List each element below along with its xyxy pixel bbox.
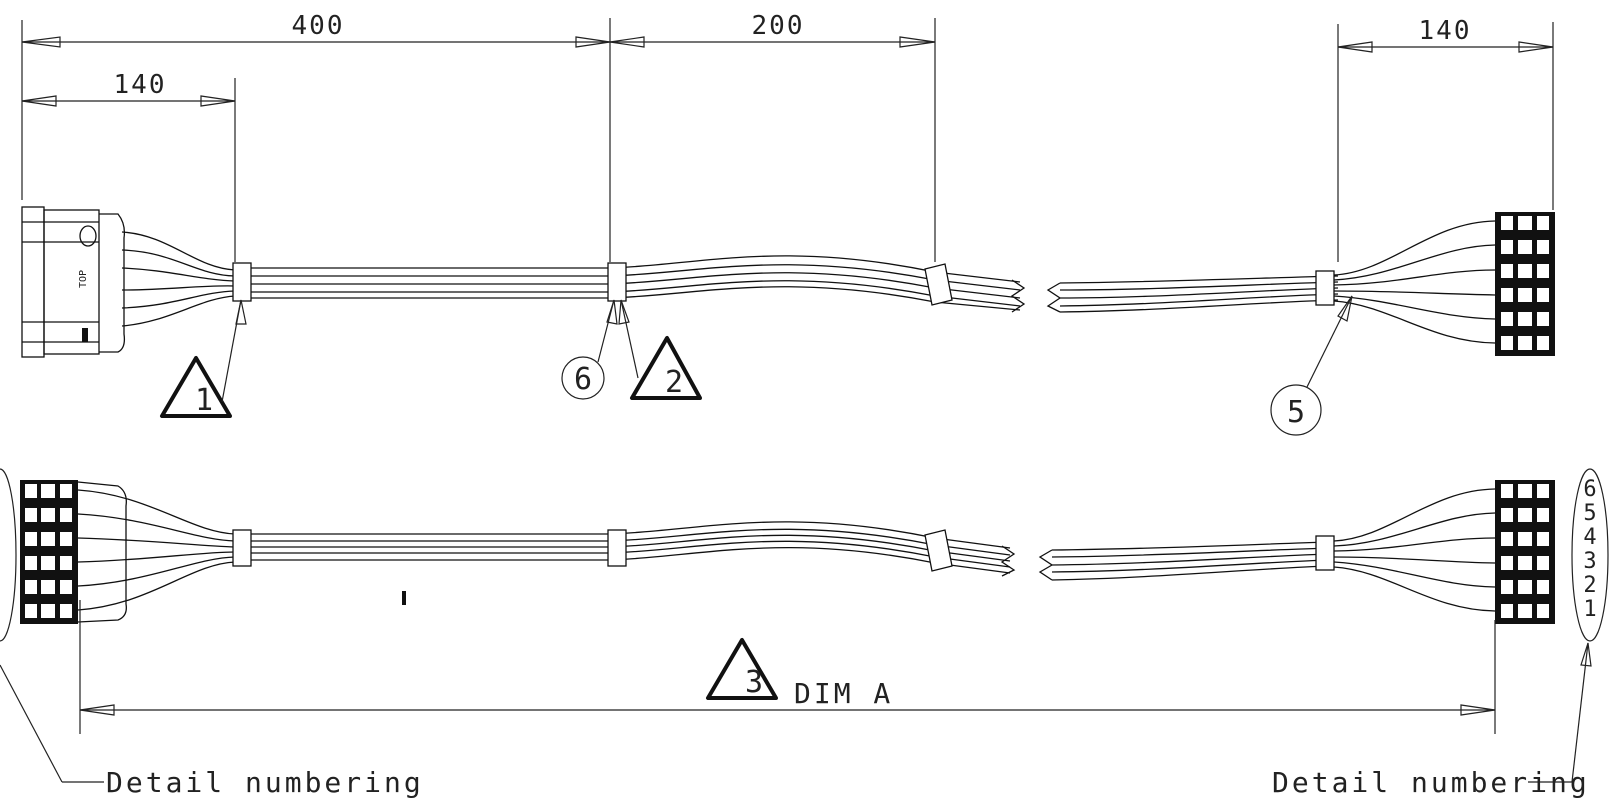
dimension-400: 400 [21,11,611,48]
terminal-housing-right-top [1495,212,1555,356]
extension-lines-top [21,18,1554,262]
terminal-housing-left-bottom [20,480,127,624]
terminal-housing-right-bottom [1495,480,1555,624]
dimension-dim-a-label: DIM A [794,677,893,710]
callout-circle-5: 5 [1270,295,1353,436]
detail-numbering-label-left: Detail numbering [106,766,424,799]
wire-bundle-top [235,255,1339,313]
callout-triangle-1-label: 1 [195,383,213,418]
wire-bundle-bottom [235,521,1331,581]
cable-ties-bottom [232,529,1335,572]
wire-breakout-right-bottom [1333,488,1496,612]
detail-numbering-leader-right: Detail numbering [1272,642,1592,799]
pin-number: 1 [1583,597,1596,622]
dimension-140-right-label: 140 [1419,16,1472,46]
callout-circle-6-label: 6 [574,362,592,397]
wire-breakout-left-top [121,231,236,327]
wire-breakout-right-top [1333,220,1496,344]
pin-number: 5 [1583,501,1596,526]
pin-numbering-ellipse-left [0,468,17,642]
callout-triangle-2: 2 [618,299,702,400]
wire-breakout-left-bottom [77,489,236,611]
center-mark [402,591,406,605]
pin-number: 4 [1583,525,1596,550]
dimension-140-left-label: 140 [114,70,167,100]
callout-circle-5-label: 5 [1287,395,1305,430]
pin-number: 3 [1583,549,1596,574]
dimension-200-label: 200 [752,11,805,41]
callout-triangle-1: 1 [160,299,247,418]
pin-number: 2 [1583,573,1596,598]
dimension-400-label: 400 [292,11,345,41]
detail-numbering-leader-left: Detail numbering [0,664,424,799]
dimension-dim-a: 3 DIM A [79,600,1496,734]
dimension-140-left: 140 [21,70,236,107]
pin-number: 6 [1583,477,1596,502]
callout-circle-6: 6 [561,299,618,400]
connector-top-mark: TOP [78,270,89,288]
callout-triangle-2-label: 2 [665,365,683,400]
dimension-140-right: 140 [1337,16,1554,53]
main-connector-top: TOP [21,206,126,358]
callout-triangle-3-label: 3 [745,665,763,700]
dimension-200: 200 [609,11,936,48]
pin-numbering-ellipse-right: 6 5 4 3 2 1 [1571,468,1609,642]
cable-ties-top [232,262,1335,306]
